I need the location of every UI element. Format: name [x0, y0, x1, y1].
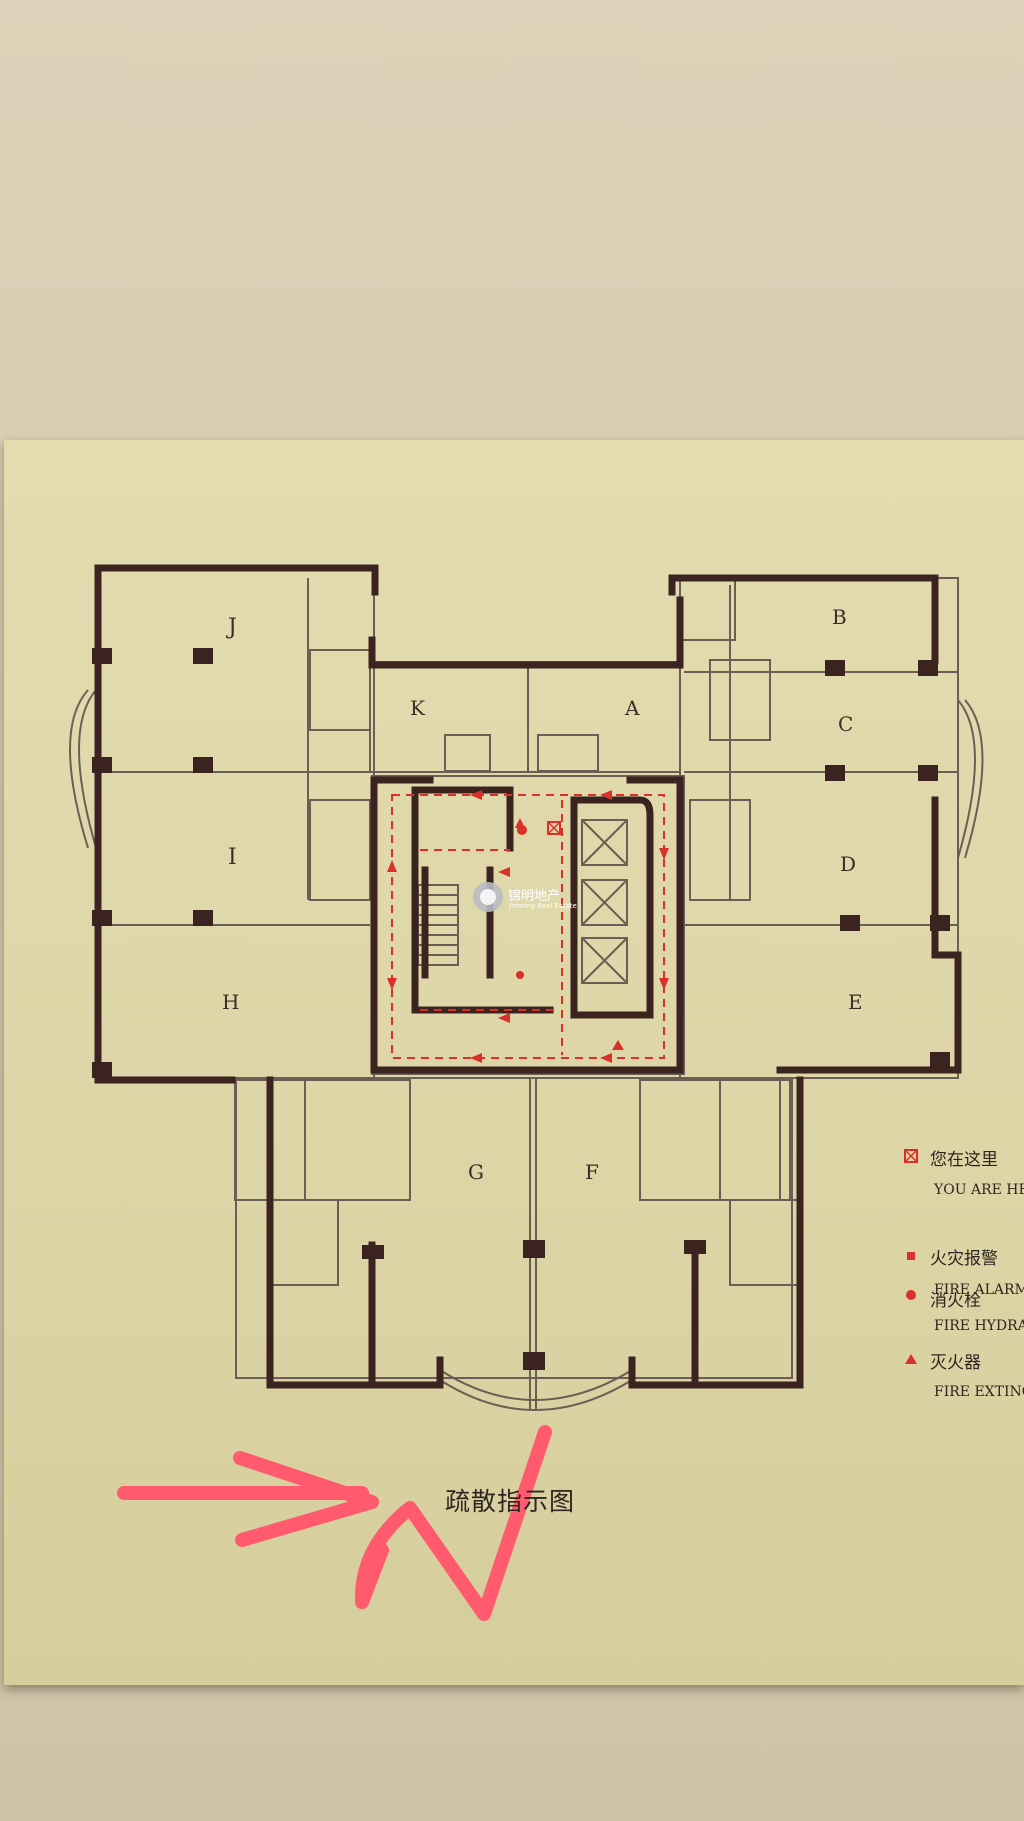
evacuation-sign — [4, 440, 1024, 1685]
legend-fire-extinguisher-cn: 灭火器 — [930, 1353, 981, 1373]
room-label-i: I — [228, 845, 237, 870]
room-label-e: E — [848, 990, 863, 1014]
room-label-f: F — [585, 1160, 599, 1184]
room-label-h: H — [222, 990, 240, 1014]
legend-fire-extinguisher-en: FIRE EXTING — [934, 1384, 1024, 1400]
legend-you-are-here-en: YOU ARE HER — [934, 1182, 1024, 1198]
pink-annotation — [117, 1425, 552, 1621]
logo-name-cn: 锦明地产 — [508, 889, 561, 904]
room-label-d: D — [840, 852, 857, 876]
room-label-b: B — [832, 605, 847, 629]
legend-fire-alarm-cn: 火灾报警 — [930, 1249, 998, 1269]
logo-name-en: Jinming Real Estate — [509, 902, 577, 910]
legend-fire-hydrant-cn: 消火栓 — [930, 1291, 981, 1311]
room-label-k: K — [410, 696, 425, 720]
legend-fire-hydrant-en: FIRE HYDRA — [934, 1318, 1024, 1334]
you-are-here-marker — [547, 821, 561, 835]
room-label-a: A — [625, 696, 640, 720]
legend-you-are-here-cn: 您在这里 — [930, 1150, 998, 1170]
room-label-g: G — [468, 1160, 484, 1184]
sign-title: 疏散指示图 — [445, 1487, 576, 1516]
room-label-j: J — [228, 615, 237, 640]
legend-fire-alarm-en: FIRE ALARM — [934, 1282, 1024, 1298]
room-label-c: C — [838, 712, 854, 736]
